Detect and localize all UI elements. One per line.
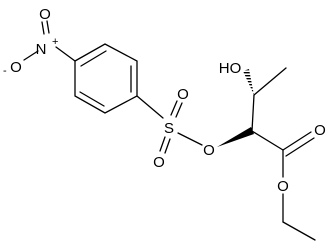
bond-c1-o-double-a — [282, 131, 312, 151]
bond-c1-o-double-b — [285, 137, 315, 157]
wedge-bond-c2-o — [217, 127, 254, 147]
bond-s-o-top-b — [175, 102, 183, 118]
bond-n-o-left — [23, 50, 39, 61]
hashed-bond-c3-oh — [243, 69, 254, 95]
bond-s-o-bottom-a — [159, 136, 166, 152]
benzene-ring — [74, 43, 138, 114]
bond-s-o-bottom-b — [164, 138, 171, 154]
bond-c2-c1 — [251, 130, 284, 151]
atom-label-sulfonyl-o-bottom: O — [153, 154, 165, 171]
bond-n-o-top-double-a — [41, 21, 45, 35]
bond-s-o-top-a — [170, 100, 178, 116]
atom-label-carbonyl-o: O — [314, 122, 326, 139]
atom-label-nitro-o-top: O — [39, 6, 51, 23]
atom-label-nitro-n: N — [36, 41, 47, 58]
bond-c2-c3 — [251, 94, 255, 132]
atom-label-nitro-o-left: O — [10, 59, 22, 76]
bond-n-o-top-double-b — [46, 20, 50, 34]
charge-nitro-n: + — [52, 36, 58, 48]
bond-c3-methyl — [253, 67, 287, 96]
bond-ring-s — [136, 95, 164, 119]
atom-label-ester-link-o: O — [203, 142, 215, 159]
atom-label-hydroxyl: HO — [219, 60, 242, 77]
atom-label-sulfur: S — [164, 120, 174, 137]
atom-label-ester-o: O — [277, 178, 289, 195]
bond-s-o-link — [177, 132, 203, 146]
bond-n-ring — [55, 46, 76, 62]
bond-ethyl-ch3 — [282, 221, 316, 241]
charge-nitro-o-left: - — [3, 65, 7, 77]
atom-label-sulfonyl-o-top: O — [177, 86, 189, 103]
